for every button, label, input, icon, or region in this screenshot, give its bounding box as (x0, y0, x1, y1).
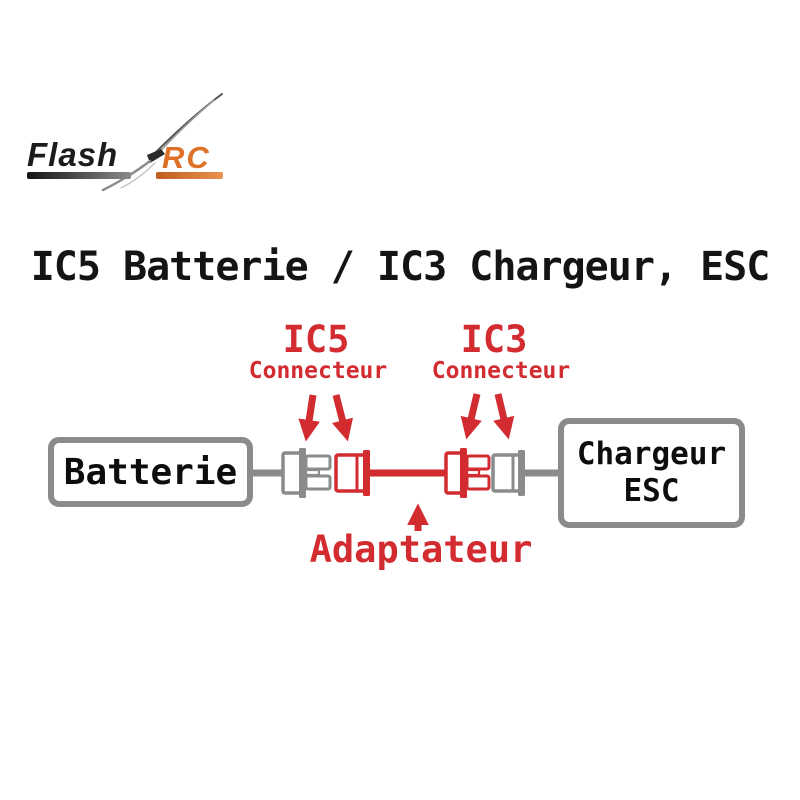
ic5-label: IC5 (282, 318, 350, 361)
ic5-female-connector (334, 450, 370, 496)
page-title: IC5 Batterie / IC3 Chargeur, ESC (30, 244, 771, 290)
charger-box-label-line1: Chargeur (576, 435, 727, 472)
ic3-connector-label: Connecteur (431, 358, 571, 384)
glider-icon (101, 93, 223, 192)
ic3-male-connector (444, 448, 491, 498)
logo-flash-underline (27, 172, 131, 179)
adapter-label: Adaptateur (309, 528, 533, 571)
logo-rc-underline (156, 172, 223, 179)
battery-box: Batterie (48, 437, 253, 507)
ic5-connector-label: Connecteur (248, 358, 388, 384)
ic5-male-connector (281, 448, 332, 498)
logo-rc-text: RC (162, 140, 211, 175)
ic3-female-connector (491, 450, 525, 496)
ic3-label: IC3 (460, 318, 528, 361)
logo-flash-text: Flash (27, 136, 119, 173)
charger-box-label-line2: ESC (623, 473, 680, 509)
charger-esc-box: Chargeur ESC (558, 418, 745, 528)
ic3-arrows (460, 393, 515, 440)
ic5-arrows (298, 394, 354, 442)
battery-box-label: Batterie (63, 451, 238, 493)
